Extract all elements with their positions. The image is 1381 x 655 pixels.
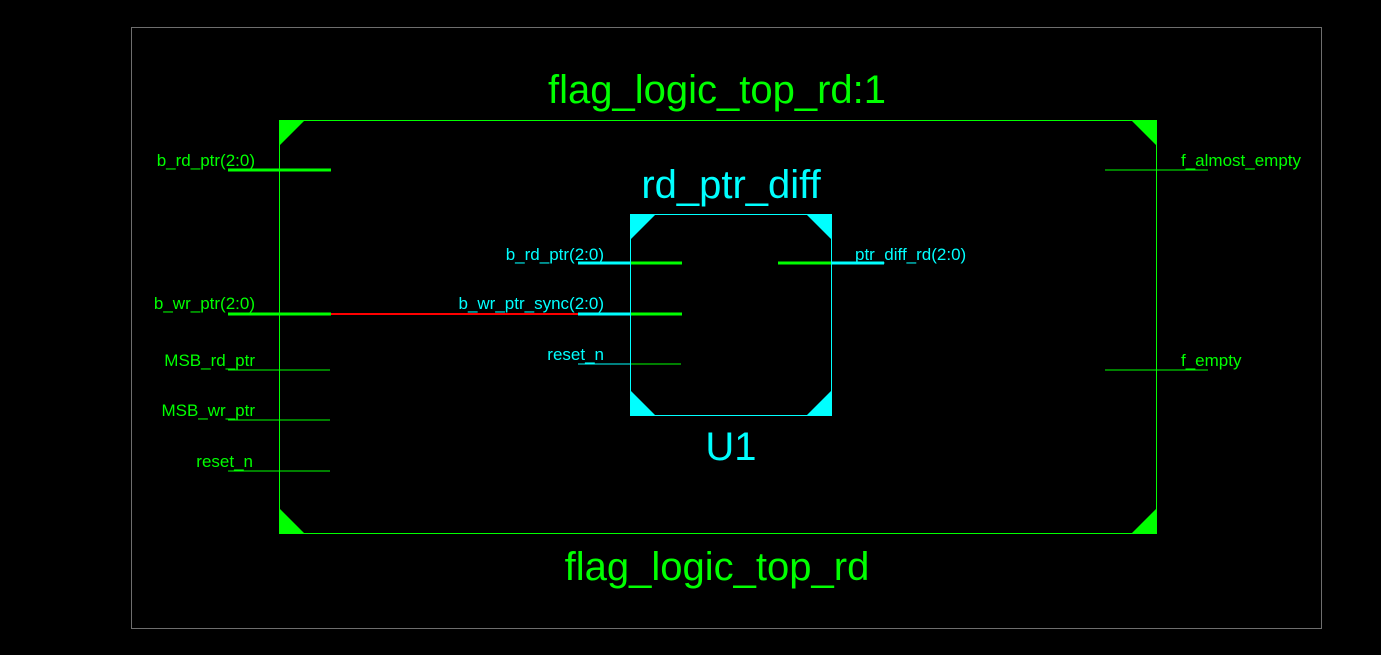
- inner-block-instance-label: U1: [705, 425, 756, 469]
- inner-port-b-wr-ptr-sync-label: b_wr_ptr_sync(2:0): [458, 294, 604, 313]
- inner-corner-tr-marker: [807, 215, 831, 239]
- inner-port-ptr-diff-rd-label: ptr_diff_rd(2:0): [855, 245, 966, 264]
- outer-corner-bl-marker: [280, 509, 304, 533]
- outer-port-reset-n-label: reset_n: [196, 452, 253, 471]
- inner-port-reset-n-label: reset_n: [547, 345, 604, 364]
- inner-block-module-label: rd_ptr_diff: [641, 163, 821, 207]
- outer-port-msb-wr-ptr-label: MSB_wr_ptr: [161, 401, 255, 420]
- viewport-frame: [131, 27, 1322, 629]
- inner-port-b-rd-ptr-label: b_rd_ptr(2:0): [506, 245, 604, 264]
- outer-corner-br-marker: [1132, 509, 1156, 533]
- inner-corner-tl-marker: [631, 215, 655, 239]
- outer-block-module-label: flag_logic_top_rd: [565, 545, 870, 589]
- outer-corner-tr-marker: [1132, 121, 1156, 145]
- outer-block-body[interactable]: [279, 120, 1157, 534]
- outer-port-b-rd-ptr-label: b_rd_ptr(2:0): [157, 151, 255, 170]
- outer-block[interactable]: [279, 120, 1157, 534]
- outer-block-instance-label: flag_logic_top_rd:1: [548, 68, 886, 112]
- outer-port-f-almost-empty-label: f_almost_empty: [1181, 151, 1301, 170]
- outer-port-msb-rd-ptr-label: MSB_rd_ptr: [164, 351, 255, 370]
- outer-corner-tl-marker: [280, 121, 304, 145]
- inner-corner-bl-marker: [631, 391, 655, 415]
- inner-corner-br-marker: [807, 391, 831, 415]
- outer-port-f-empty-label: f_empty: [1181, 351, 1242, 370]
- outer-port-b-wr-ptr-label: b_wr_ptr(2:0): [154, 294, 255, 313]
